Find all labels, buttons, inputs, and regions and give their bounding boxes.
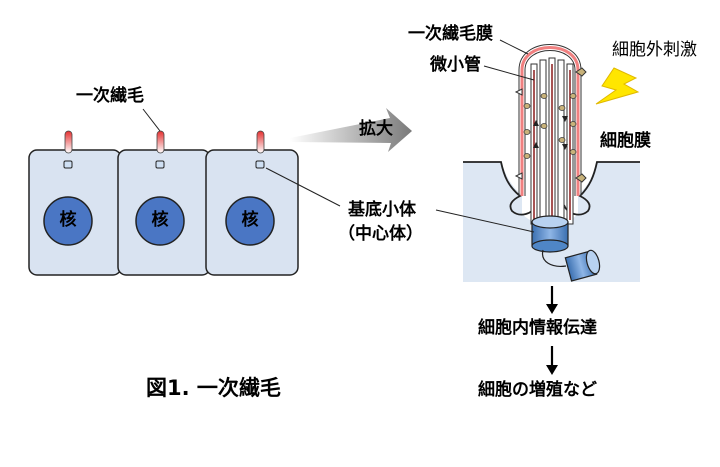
cell-3 [205, 149, 299, 276]
nucleus-1 [43, 196, 93, 246]
external-stimulus-label: 細胞外刺激 [612, 40, 697, 60]
cilium-membrane [520, 46, 580, 196]
receptors [514, 67, 587, 183]
primary-cilium-label: 一次繊毛 [76, 86, 144, 106]
signaling-label: 細胞内情報伝達 [478, 318, 597, 338]
basal-body-label: 基底小体 [348, 200, 416, 220]
proliferation-label: 細胞の増殖など [478, 380, 597, 400]
figure-caption: 図1. 一次繊毛 [146, 376, 281, 400]
motor-proteins [523, 93, 577, 159]
cell-membrane-label: 細胞膜 [600, 131, 651, 151]
down-arrow-1 [546, 286, 558, 314]
basal-body [531, 215, 569, 253]
cell-membrane-line [463, 161, 640, 216]
nucleus-3 [225, 196, 275, 246]
transport-arrows [533, 116, 568, 150]
basal-body-leader-left [265, 167, 341, 207]
cilium-leader [142, 108, 161, 132]
nucleus-label-3: 核 [241, 210, 259, 230]
cilium-2 [155, 130, 165, 169]
microtubule-label: 微小管 [430, 55, 481, 75]
basal-body-leader-right [435, 209, 535, 233]
cilium-3 [255, 130, 265, 169]
cell-membrane-area [463, 162, 640, 282]
cilium-membrane-label: 一次繊毛膜 [408, 24, 493, 44]
nucleus-2 [135, 196, 185, 246]
nucleus-label-2: 核 [151, 210, 169, 230]
lightning-icon [595, 67, 640, 105]
down-arrow-2 [546, 346, 558, 375]
expand-label: 拡大 [359, 119, 393, 139]
nucleus-label-1: 核 [59, 210, 77, 230]
expand-arrow [290, 108, 412, 152]
cell-1 [28, 149, 122, 276]
daughter-centriole [564, 249, 601, 282]
cilium-1 [63, 130, 73, 169]
centrosome-label: （中心体） [338, 224, 423, 244]
cell-2 [117, 149, 211, 276]
